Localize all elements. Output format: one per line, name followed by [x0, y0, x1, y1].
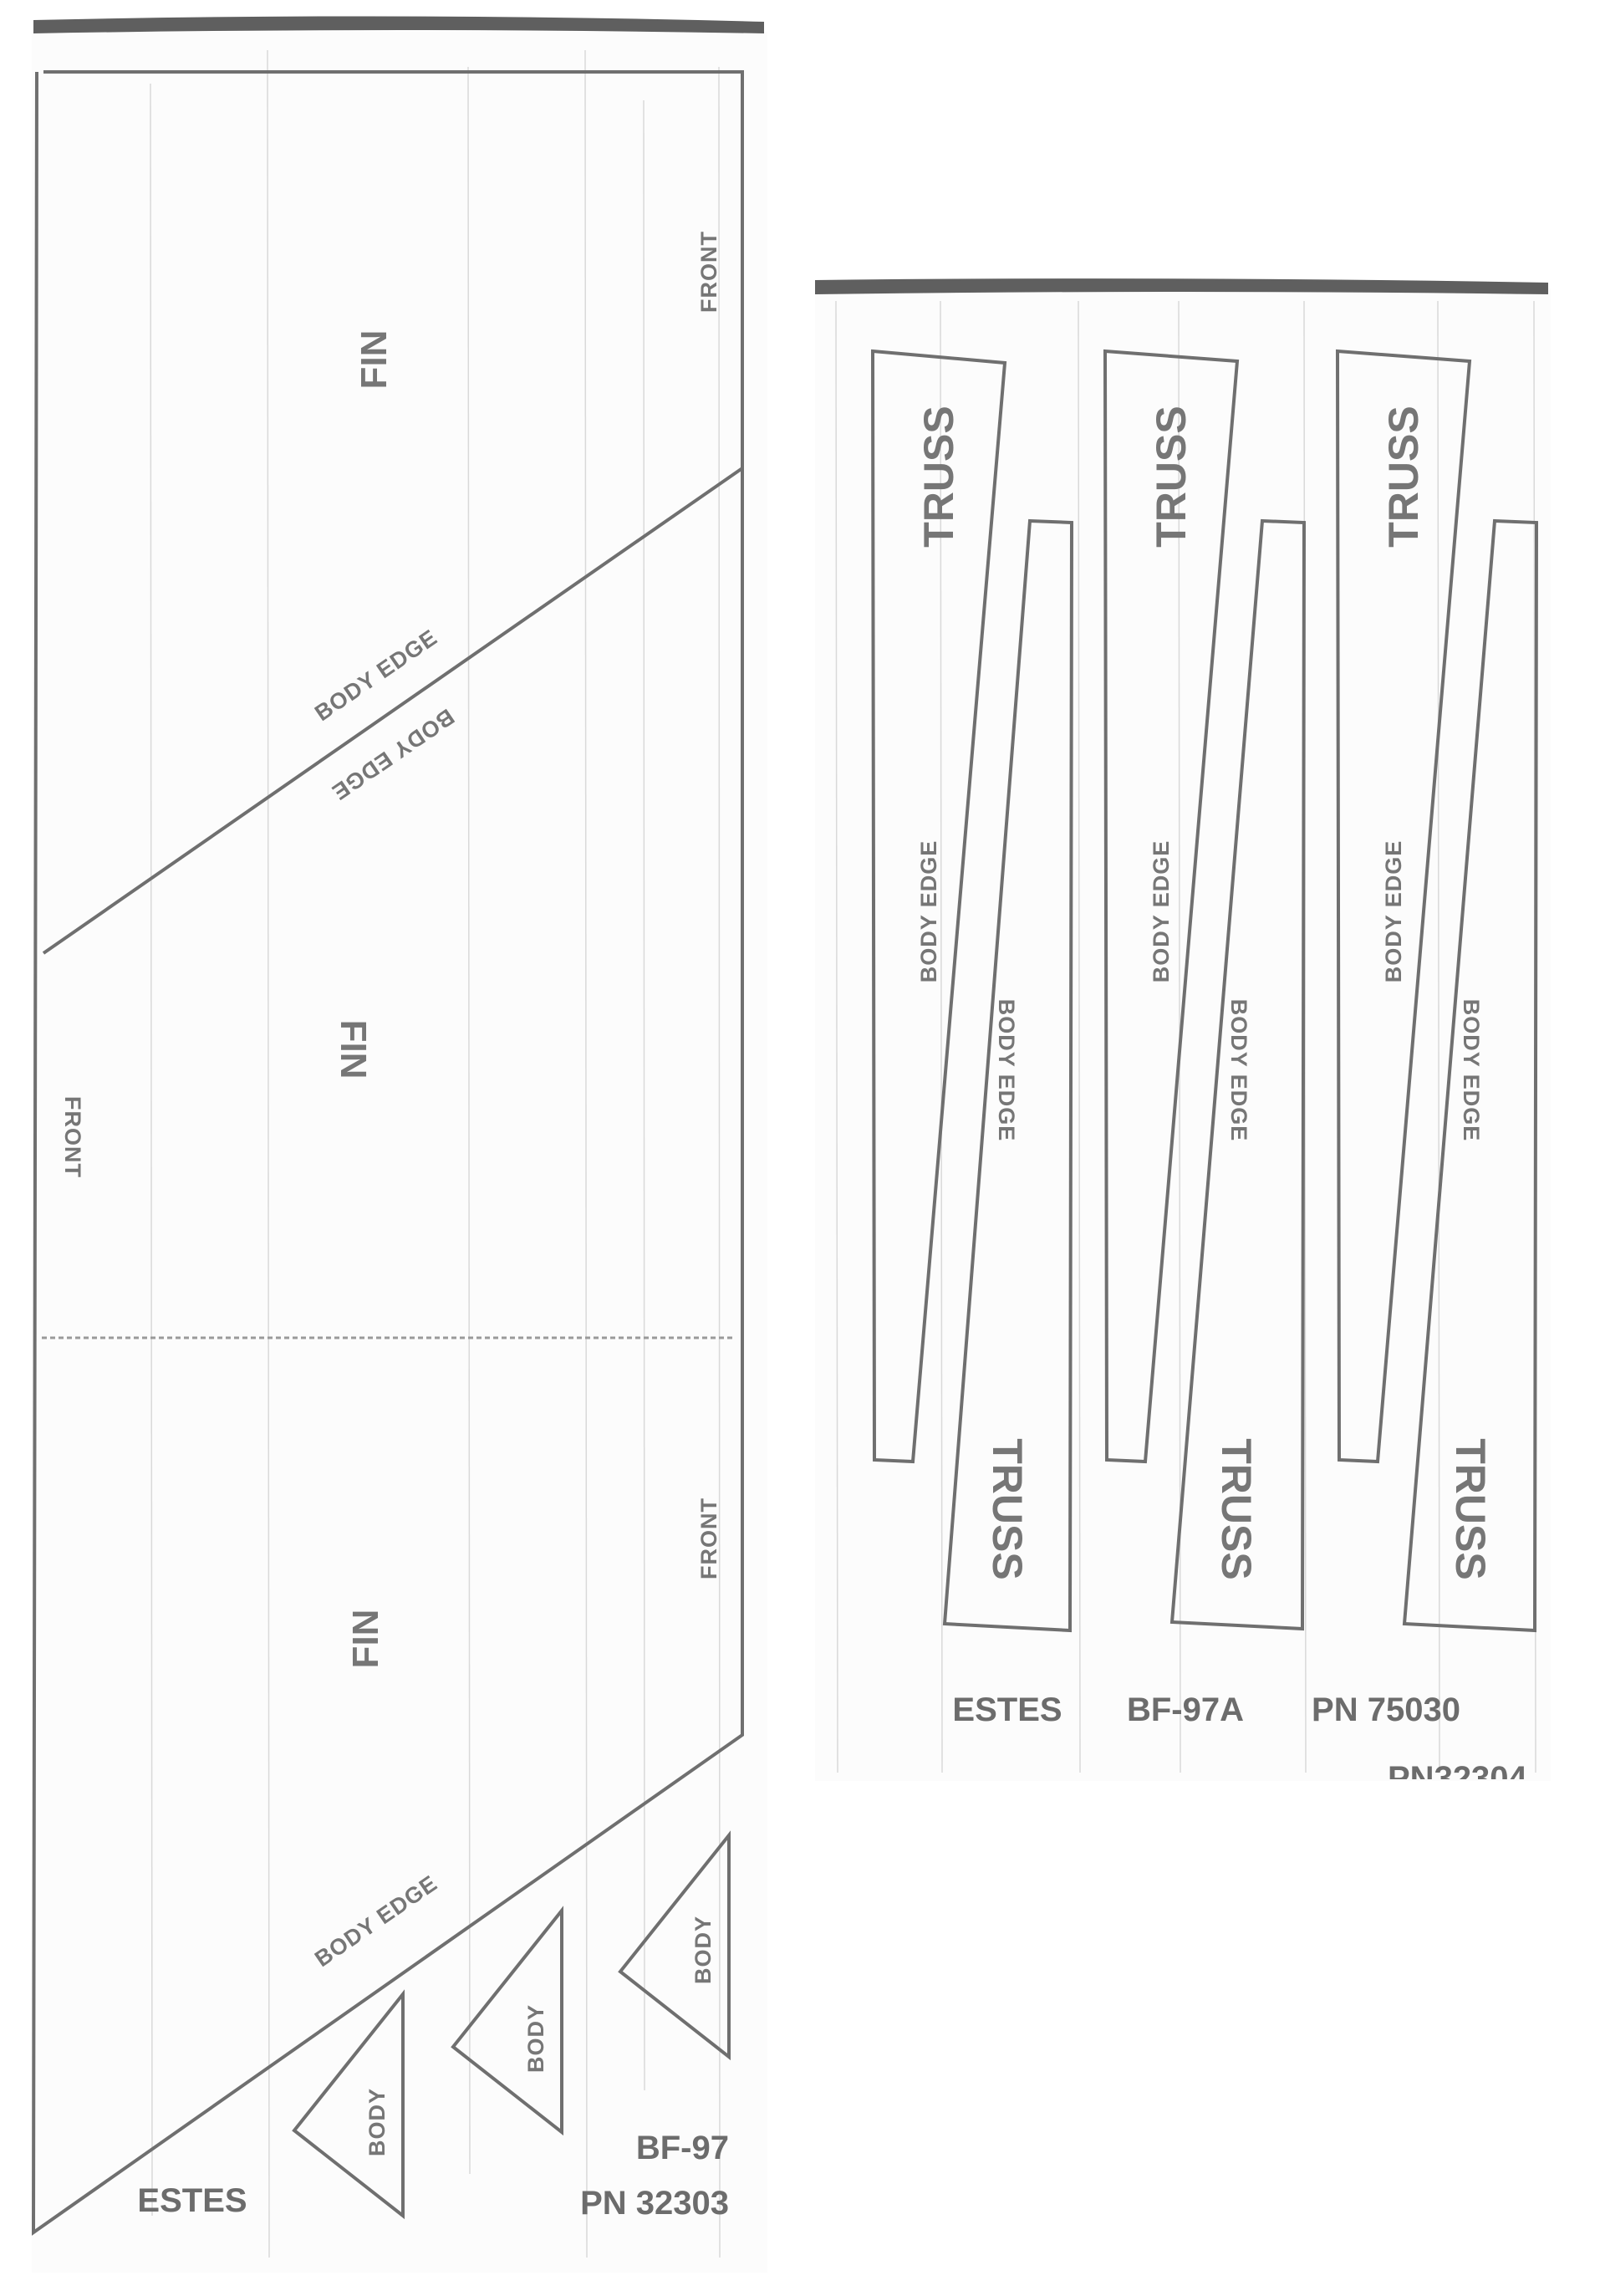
- front-label-3: FRONT: [696, 1498, 721, 1579]
- body-triangle-2: [451, 1906, 563, 2136]
- truss-part-1a: [870, 349, 1007, 1464]
- fin-label-3: FIN: [345, 1610, 386, 1669]
- left-brand: ESTES: [137, 2182, 247, 2219]
- body-triangle-1: [618, 1830, 731, 2061]
- left-sheet-top-edge: [33, 16, 764, 33]
- fin-label-2: FIN: [333, 1020, 374, 1079]
- truss-part-3b: [1402, 518, 1539, 1633]
- truss-label-5: TRUSS: [1380, 406, 1427, 547]
- left-model: BF-97: [636, 2130, 729, 2166]
- fin-label-1: FIN: [354, 330, 395, 390]
- body-label-2: BODY: [523, 2004, 548, 2073]
- right-partial-part-number: PN32304: [1388, 1760, 1528, 1797]
- truss-part-2a: [1103, 349, 1240, 1464]
- truss-part-1b: [942, 518, 1074, 1633]
- right-model: BF-97A: [1127, 1691, 1244, 1728]
- left-part-number: PN 32303: [580, 2185, 729, 2222]
- truss-label-1: TRUSS: [915, 406, 962, 547]
- truss-label-2: TRUSS: [984, 1438, 1031, 1579]
- fin-divider-1: [42, 467, 744, 955]
- right-balsa-sheet: TRUSS TRUSS TRUSS TRUSS TRUSS TRUSS BODY…: [815, 278, 1551, 1797]
- body-label-3: BODY: [364, 2088, 390, 2156]
- truss-label-4: TRUSS: [1213, 1438, 1260, 1579]
- truss-body-edge-label-1: BODY EDGE: [916, 840, 941, 983]
- fin-outline: [31, 70, 744, 2236]
- right-brand: ESTES: [952, 1691, 1062, 1728]
- front-label-2: FRONT: [60, 1096, 85, 1178]
- truss-body-edge-label-2: BODY EDGE: [994, 999, 1019, 1142]
- left-sheet-background: [32, 32, 767, 2273]
- truss-body-edge-label-3: BODY EDGE: [1149, 840, 1174, 983]
- truss-body-edge-label-4: BODY EDGE: [1226, 999, 1251, 1142]
- truss-body-edge-label-5: BODY EDGE: [1381, 840, 1406, 983]
- right-sheet-top-edge: [815, 278, 1548, 294]
- left-balsa-sheet: FIN FIN FIN FRONT FRONT FRONT BODY EDGE …: [31, 16, 767, 2273]
- truss-body-edge-label-6: BODY EDGE: [1459, 999, 1484, 1142]
- body-label-1: BODY: [690, 1916, 716, 1984]
- truss-label-3: TRUSS: [1148, 406, 1195, 547]
- right-sheet-background: [815, 288, 1551, 1781]
- truss-label-6: TRUSS: [1447, 1438, 1494, 1579]
- truss-part-2b: [1169, 518, 1307, 1631]
- front-label-1: FRONT: [696, 231, 721, 313]
- right-part-number: PN 75030: [1312, 1691, 1460, 1728]
- truss-part-3a: [1335, 349, 1472, 1464]
- body-triangle-3: [292, 1989, 405, 2220]
